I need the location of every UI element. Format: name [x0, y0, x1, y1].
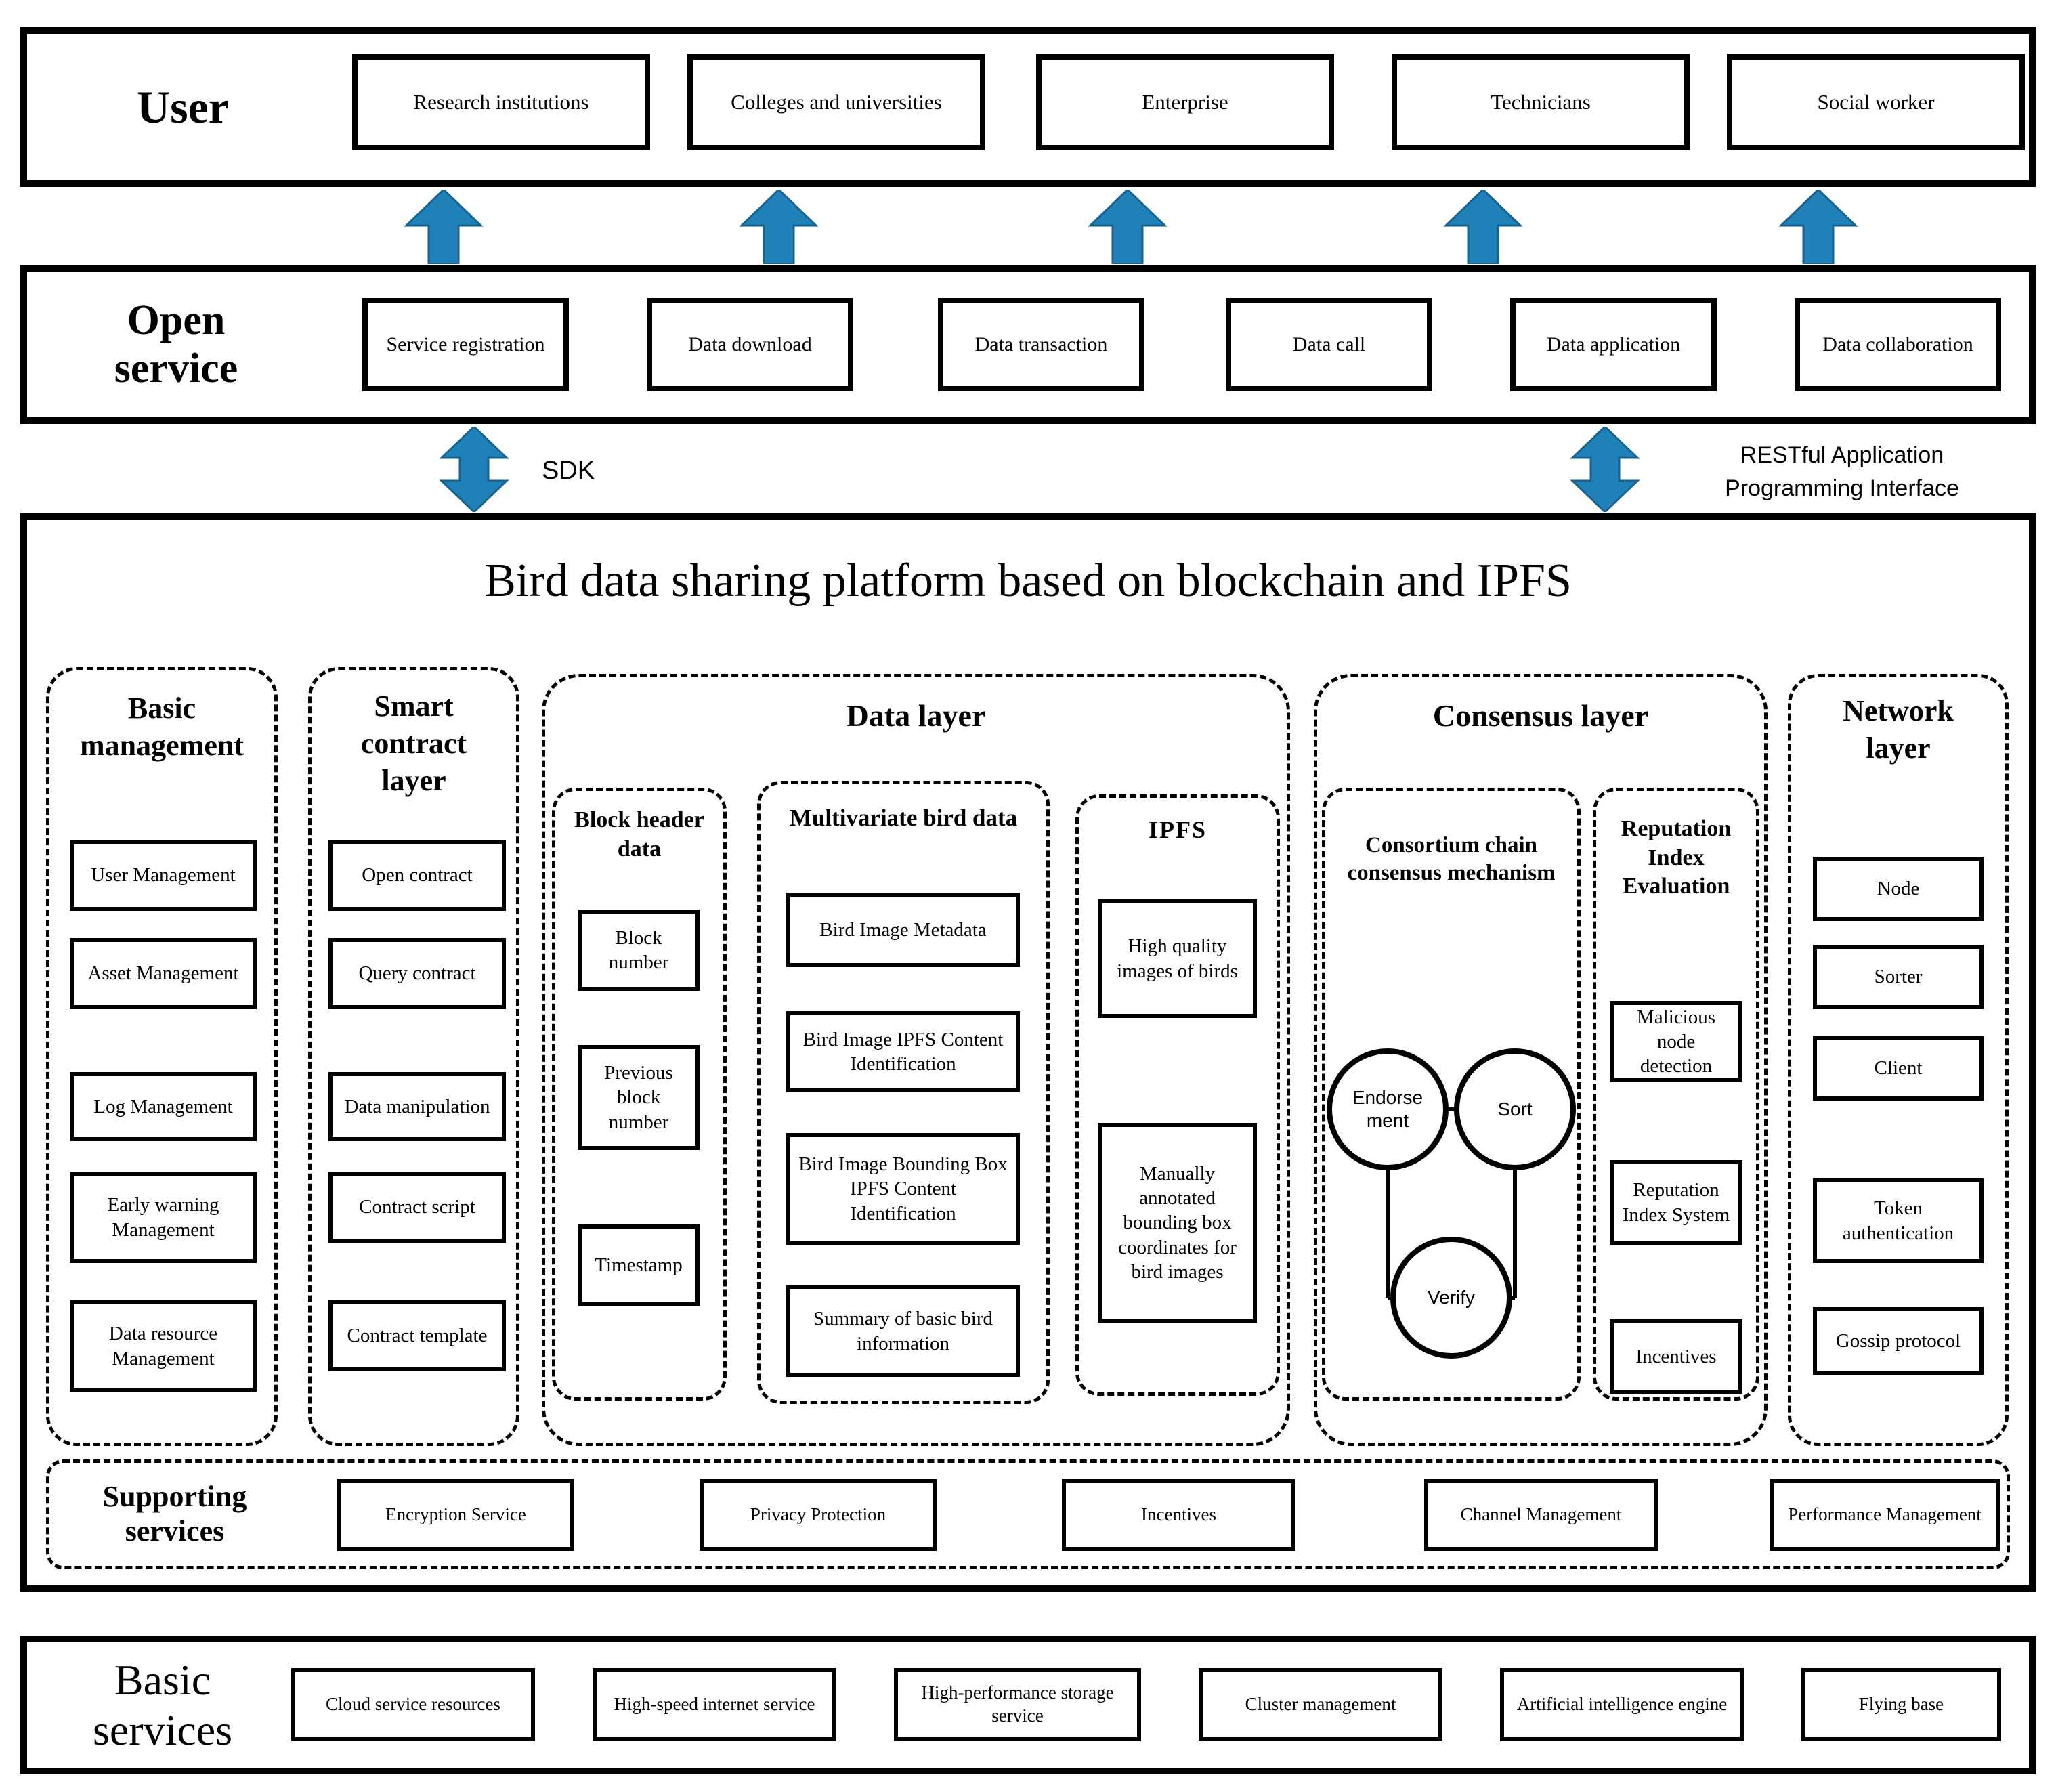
- network-item-node: Node: [1813, 857, 1984, 921]
- block-header-data-title: Block header data: [574, 807, 704, 861]
- consensus-layer: Consensus layer Consortium chain consens…: [1314, 674, 1768, 1446]
- open-service-item-data-call: Data call: [1226, 298, 1432, 391]
- user-item-research-institutions: Research institutions: [352, 54, 650, 150]
- user-item-social-worker: Social worker: [1727, 54, 2025, 150]
- basic-services-item-internet: High-speed internet service: [593, 1668, 836, 1741]
- multivariate-bird-data-title: Multivariate bird data: [789, 805, 1018, 831]
- basic-management-item-asset: Asset Management: [70, 938, 257, 1009]
- reputation-evaluation-title: Reputation Index Evaluation: [1621, 816, 1732, 899]
- block-header-item-timestamp: Timestamp: [578, 1224, 700, 1306]
- basic-services-label: Basic services: [92, 1655, 233, 1754]
- double-arrow-icon: [1570, 427, 1640, 512]
- platform-section: Bird data sharing platform based on bloc…: [20, 513, 2036, 1592]
- block-header-item-block-number: Block number: [578, 910, 700, 991]
- supporting-item-channel: Channel Management: [1424, 1479, 1658, 1551]
- double-arrow-icon: [439, 427, 509, 512]
- user-section-label: User: [137, 81, 229, 133]
- basic-services-item-cluster: Cluster management: [1199, 1668, 1442, 1741]
- smart-contract-item-manipulation: Data manipulation: [328, 1072, 506, 1141]
- data-layer-title: Data layer: [846, 698, 986, 733]
- basic-management-item-log: Log Management: [70, 1072, 257, 1141]
- up-arrow-icon: [1778, 190, 1858, 264]
- basic-services-item-flying-base: Flying base: [1801, 1668, 2001, 1741]
- consensus-node-sort: Sort: [1497, 1098, 1533, 1120]
- multivariate-item-bbox-cid: Bird Image Bounding Box IPFS Content Ide…: [786, 1133, 1020, 1245]
- sdk-label: SDK: [542, 456, 595, 485]
- open-service-item-data-download: Data download: [647, 298, 853, 391]
- ipfs-title: IPFS: [1148, 816, 1207, 843]
- supporting-services-title: Supporting services: [102, 1480, 247, 1548]
- basic-management-item-early-warning: Early warning Management: [70, 1172, 257, 1263]
- basic-management-title: Basic management: [80, 691, 244, 762]
- restful-api-label: RESTful Application Programming Interfac…: [1725, 442, 1959, 502]
- supporting-item-privacy: Privacy Protection: [700, 1479, 937, 1551]
- basic-services-item-ai: Artificial intelligence engine: [1500, 1668, 1744, 1741]
- user-item-colleges-universities: Colleges and universities: [687, 54, 985, 150]
- basic-services-section: Basic services Cloud service resources H…: [20, 1636, 2036, 1774]
- multivariate-bird-data-group: Multivariate bird data Bird Image Metada…: [757, 781, 1050, 1404]
- up-arrow-icon: [739, 190, 819, 264]
- smart-contract-item-query: Query contract: [328, 938, 506, 1009]
- reputation-item-incentives: Incentives: [1610, 1319, 1742, 1394]
- user-item-technicians: Technicians: [1392, 54, 1690, 150]
- basic-management-item-user: User Management: [70, 840, 257, 911]
- block-header-data-group: Block header data Block number Previous …: [552, 788, 727, 1401]
- supporting-item-performance: Performance Management: [1770, 1479, 2000, 1551]
- network-item-gossip: Gossip protocol: [1813, 1307, 1984, 1375]
- supporting-item-incentives: Incentives: [1062, 1479, 1295, 1551]
- open-service-item-data-collaboration: Data collaboration: [1795, 298, 2001, 391]
- open-service-item-data-transaction: Data transaction: [938, 298, 1144, 391]
- multivariate-item-summary: Summary of basic bird information: [786, 1285, 1020, 1377]
- user-section: User Research institutions Colleges and …: [20, 27, 2036, 187]
- network-item-sorter: Sorter: [1813, 945, 1984, 1009]
- multivariate-item-metadata: Bird Image Metadata: [786, 893, 1020, 967]
- smart-contract-item-template: Contract template: [328, 1300, 506, 1371]
- ipfs-item-annotated-bbox: Manually annotated bounding box coordina…: [1098, 1123, 1257, 1323]
- block-header-item-previous-block: Previous block number: [578, 1045, 700, 1150]
- smart-contract-item-open: Open contract: [328, 840, 506, 911]
- multivariate-item-ipfs-cid: Bird Image IPFS Content Identification: [786, 1011, 1020, 1092]
- network-layer-column: Network layer Node Sorter Client Token a…: [1788, 674, 2009, 1446]
- smart-contract-item-script: Contract script: [328, 1172, 506, 1243]
- consortium-consensus-group: Consortium chain consensus mechanism End…: [1322, 788, 1581, 1401]
- consensus-node-verify: Verify: [1427, 1287, 1476, 1308]
- reputation-evaluation-group: Reputation Index Evaluation Malicious no…: [1593, 788, 1759, 1401]
- open-service-item-data-application: Data application: [1510, 298, 1717, 391]
- smart-contract-column: Smart contract layer Open contract Query…: [308, 667, 519, 1446]
- up-arrow-icon: [1088, 190, 1168, 264]
- consensus-node-endorsement: Endorsement: [1352, 1087, 1423, 1131]
- ipfs-group: IPFS High quality images of birds Manual…: [1075, 794, 1280, 1396]
- basic-services-item-cloud: Cloud service resources: [291, 1668, 535, 1741]
- basic-management-column: Basic management User Management Asset M…: [46, 667, 278, 1446]
- open-service-section: Open service Service registration Data d…: [20, 265, 2036, 424]
- open-service-label: Open service: [114, 297, 238, 391]
- basic-services-item-storage: High-performance storage service: [894, 1668, 1141, 1741]
- supporting-item-encryption: Encryption Service: [337, 1479, 574, 1551]
- reputation-item-malicious-node: Malicious node detection: [1610, 1001, 1742, 1082]
- supporting-services-row: Supporting services Encryption Service P…: [46, 1459, 2010, 1569]
- reputation-item-index-system: Reputation Index System: [1610, 1160, 1742, 1245]
- consensus-flow-graphic: [1327, 1048, 1576, 1359]
- network-item-client: Client: [1813, 1036, 1984, 1101]
- user-item-enterprise: Enterprise: [1036, 54, 1334, 150]
- data-layer: Data layer Block header data Block numbe…: [542, 674, 1290, 1446]
- network-item-token-auth: Token authentication: [1813, 1178, 1984, 1263]
- open-service-item-service-registration: Service registration: [362, 298, 569, 391]
- platform-title: Bird data sharing platform based on bloc…: [484, 555, 1572, 607]
- consortium-consensus-title: Consortium chain consensus mechanism: [1347, 833, 1556, 886]
- basic-management-item-data-resource: Data resource Management: [70, 1300, 257, 1392]
- up-arrow-icon: [1443, 190, 1523, 264]
- ipfs-item-high-quality-images: High quality images of birds: [1098, 899, 1257, 1018]
- network-layer-title: Network layer: [1843, 694, 1954, 765]
- consensus-layer-title: Consensus layer: [1432, 698, 1649, 733]
- smart-contract-title: Smart contract layer: [360, 689, 467, 797]
- up-arrow-icon: [404, 190, 484, 264]
